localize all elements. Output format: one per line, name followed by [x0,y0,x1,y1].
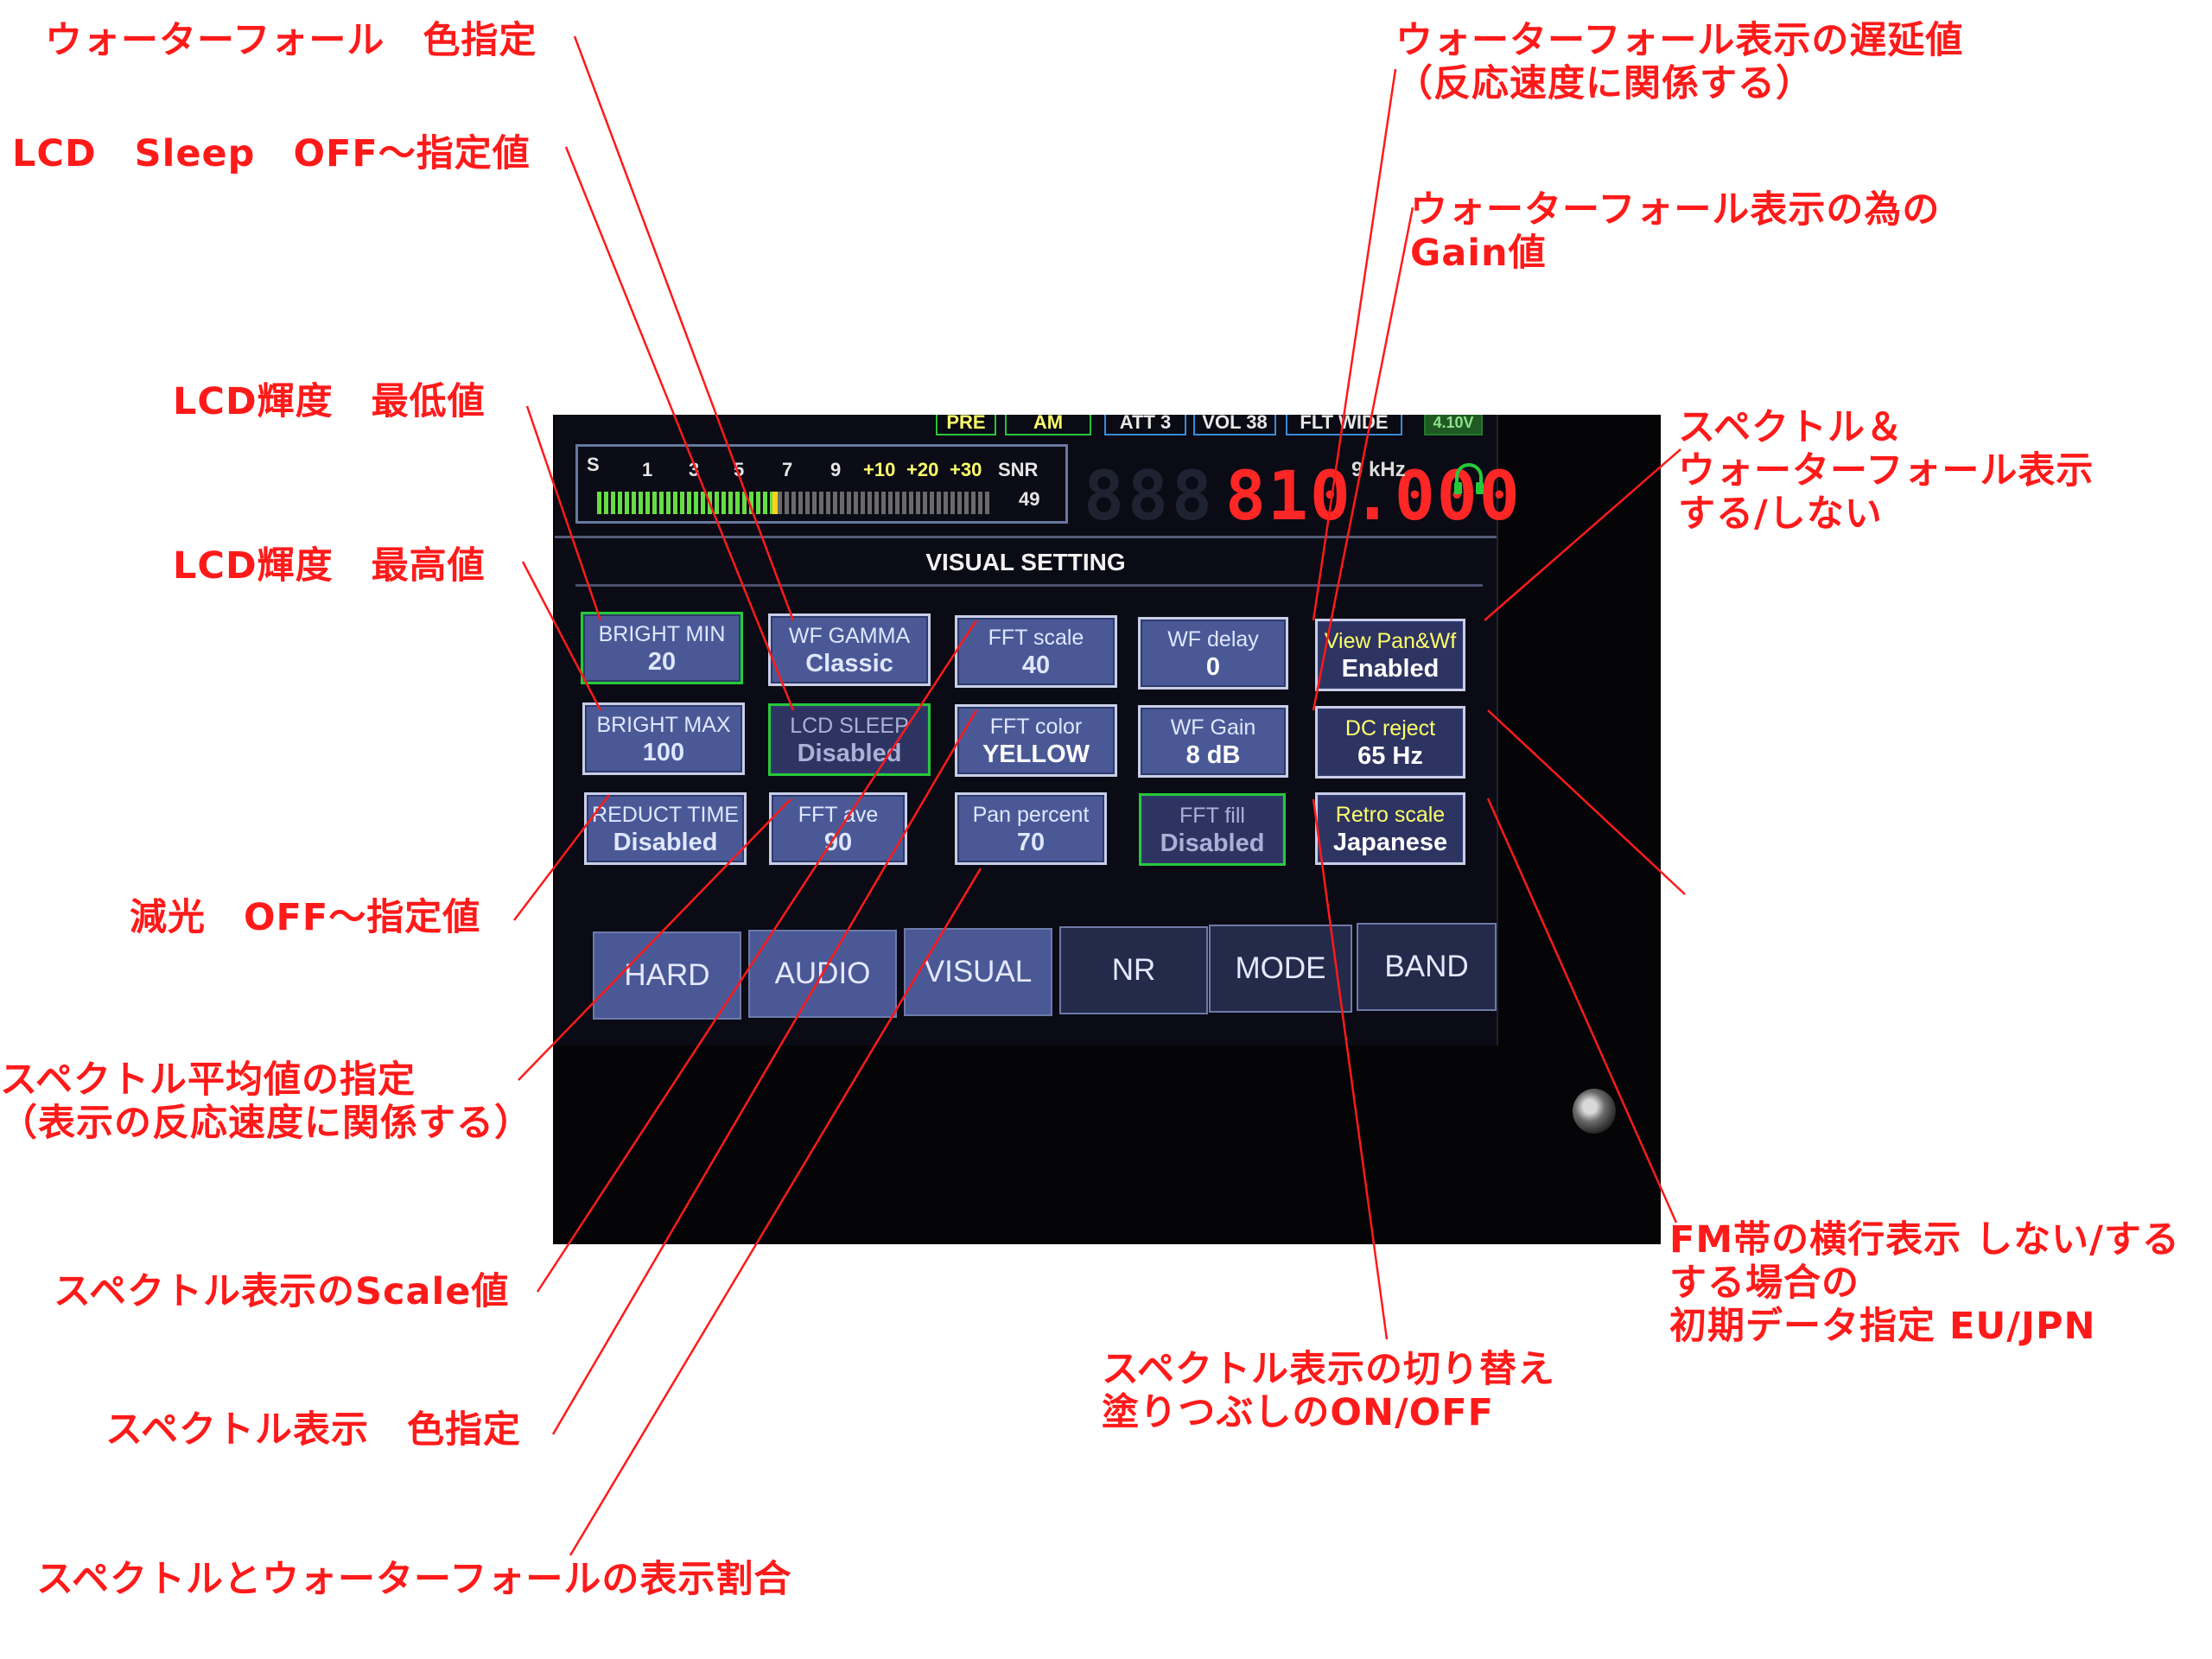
tile-value: 8 dB [1185,741,1241,769]
tile-label: WF Gain [1170,715,1256,740]
tab-band[interactable]: BAND [1357,923,1497,1011]
tile-bright-min[interactable]: BRIGHT MIN 20 [581,612,743,684]
annotation-pan-percent: スペクトルとウォーターフォールの表示割合 [36,1558,792,1601]
tile-label: BRIGHT MAX [596,713,731,737]
tile-value: Enabled [1341,655,1440,683]
tile-fft-fill[interactable]: FFT fill Disabled [1139,793,1286,866]
tile-view-pan-wf[interactable]: View Pan&Wf Enabled [1315,619,1465,691]
tile-label: Retro scale [1335,803,1446,827]
status-bar: PRE AM ATT 3 VOL 38 FLT WIDE 4.10V [560,415,1493,441]
tile-reduct-time[interactable]: REDUCT TIME Disabled [584,792,747,865]
tile-label: WF GAMMA [788,624,911,648]
s-meter-tick: +10 [863,459,896,480]
snr-value: 49 [1019,488,1040,510]
tile-value: 70 [1016,829,1046,856]
tile-wf-gain[interactable]: WF Gain 8 dB [1138,705,1288,778]
status-chip-att[interactable]: ATT 3 [1104,415,1186,435]
s-meter-tick: 1 [642,459,653,480]
annotation-retro-scale: FM帯の横行表示 しない/する する場合の 初期データ指定 EU/JPN [1669,1218,2180,1348]
status-chip-pre[interactable]: PRE [936,415,996,435]
tile-label: LCD SLEEP [790,714,909,738]
tile-fft-scale[interactable]: FFT scale 40 [955,615,1117,688]
frequency-unused-digits: 888 [1084,458,1216,536]
annotation-fft-ave: スペクトル平均値の指定 （表示の反応速度に関係する） [0,1058,532,1145]
tile-wf-gamma[interactable]: WF GAMMA Classic [768,613,931,686]
tile-label: FFT scale [988,626,1084,650]
annotation-bright-min: LCD輝度 最低値 [173,380,486,423]
tile-label: REDUCT TIME [592,803,739,827]
tile-lcd-sleep[interactable]: LCD SLEEP Disabled [768,703,931,776]
annotation-fft-fill: スペクトル表示の切り替え 塗りつぶしのON/OFF [1102,1348,1555,1434]
tile-value: Japanese [1332,829,1448,856]
tile-value: Classic [805,650,893,677]
battery-indicator: 4.10V [1424,415,1483,435]
s-meter-tick: +20 [906,459,939,480]
s-meter-tick: 3 [689,459,700,480]
tab-nr[interactable]: NR [1059,926,1208,1014]
tile-label: BRIGHT MIN [598,622,726,646]
s-meter-tick: 7 [782,459,793,480]
status-chip-vol[interactable]: VOL 38 [1193,415,1276,435]
tile-label: FFT ave [798,803,879,827]
tile-fft-ave[interactable]: FFT ave 90 [769,792,907,865]
s-meter-tick: 9 [830,459,842,480]
tile-value: 20 [647,648,677,676]
snr-label: SNR [998,459,1039,480]
tile-pan-percent[interactable]: Pan percent 70 [955,792,1107,865]
status-chip-filter[interactable]: FLT WIDE [1286,415,1402,435]
tile-value: Disabled [797,740,902,767]
lcd-screen: PRE AM ATT 3 VOL 38 FLT WIDE 4.10V S 1 3… [555,415,1520,1046]
tile-value: 100 [642,739,685,766]
tab-hard[interactable]: HARD [593,931,741,1020]
tab-audio[interactable]: AUDIO [748,930,897,1018]
tile-fft-color[interactable]: FFT color YELLOW [955,704,1117,777]
annotation-fft-color: スペクトル表示 色指定 [105,1408,521,1452]
annotation-fft-scale: スペクトル表示のScale値 [54,1270,510,1313]
tile-value: YELLOW [982,741,1090,768]
annotation-wf-delay: ウォーターフォール表示の遅延値 （反応速度に関係する） [1395,19,1964,105]
tile-bright-max[interactable]: BRIGHT MAX 100 [582,702,745,775]
s-meter: S 1 3 5 7 9 +10 +20 +30 SNR 49 [575,444,1068,524]
divider [555,536,1497,538]
headphones-icon[interactable] [1452,460,1486,498]
device-photo: PRE AM ATT 3 VOL 38 FLT WIDE 4.10V S 1 3… [553,415,1661,1244]
tile-label: FFT color [989,715,1083,739]
tuning-step[interactable]: 9 kHz [1351,458,1406,481]
tab-visual[interactable]: VISUAL [904,928,1052,1016]
signal-bargraph [597,492,990,514]
tile-value: Disabled [1160,830,1265,857]
tile-value: 65 Hz [1357,742,1423,770]
annotation-wf-gamma: ウォーターフォール 色指定 [45,19,537,62]
tile-label: Pan percent [972,803,1090,827]
tile-value: Disabled [613,829,718,856]
annotation-lcd-sleep: LCD Sleep OFF～指定値 [12,132,531,175]
tile-wf-delay[interactable]: WF delay 0 [1138,617,1288,690]
tab-mode[interactable]: MODE [1209,925,1352,1013]
s-meter-label: S [587,454,600,475]
tile-dc-reject[interactable]: DC reject 65 Hz [1315,706,1465,779]
annotation-bright-max: LCD輝度 最高値 [173,544,486,588]
signal-bargraph-remainder [778,492,990,514]
front-panel-screw [1573,1089,1616,1134]
annotation-view-pan: スペクトル＆ ウォーターフォール表示 する/しない [1678,406,2094,536]
annotation-reduct-time: 減光 OFF～指定値 [130,896,481,939]
s-meter-tick: 5 [734,459,745,480]
s-meter-scale: S 1 3 5 7 9 +10 +20 +30 SNR [585,454,1038,485]
tile-value: 40 [1021,652,1051,679]
status-chip-am[interactable]: AM [1005,415,1091,435]
tile-label: FFT fill [1179,804,1245,828]
s-meter-tick: +30 [950,459,982,480]
divider [575,584,1483,587]
tile-value: 0 [1205,653,1221,681]
tile-label: View Pan&Wf [1324,629,1457,653]
annotation-wf-gain: ウォーターフォール表示の為の Gain値 [1410,188,1941,275]
screen-title: VISUAL SETTING [925,549,1126,575]
tile-label: DC reject [1344,716,1436,741]
tile-value: 90 [823,829,853,856]
tile-label: WF delay [1167,627,1259,652]
tile-retro-scale[interactable]: Retro scale Japanese [1315,792,1465,865]
